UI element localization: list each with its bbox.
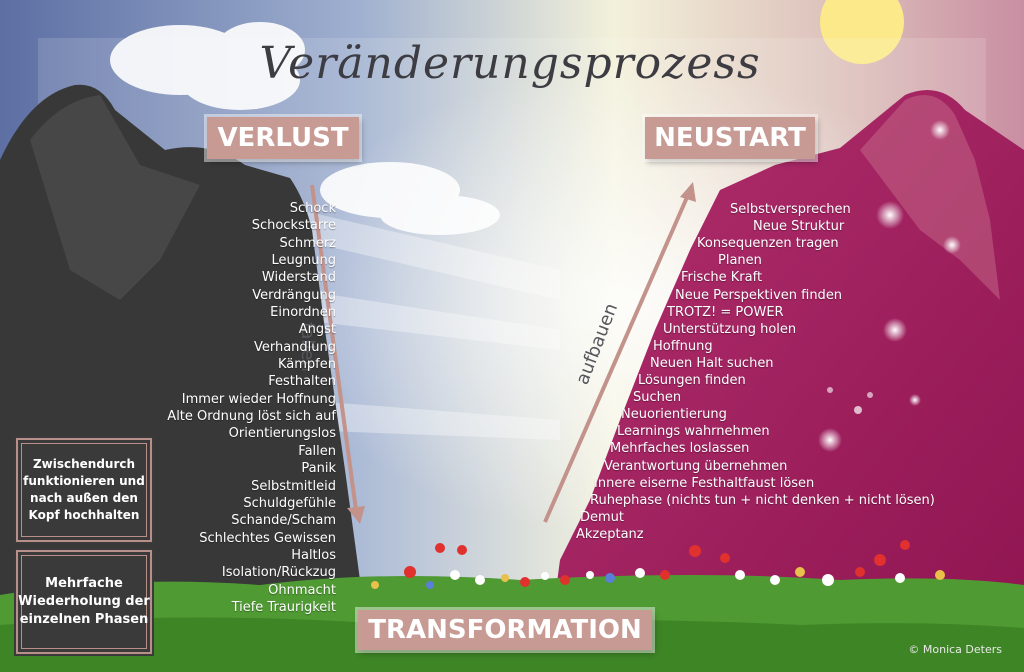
loss-phase-item: Kämpfen — [278, 357, 336, 373]
restart-phase-item: Lösungen finden — [638, 373, 746, 388]
loss-phase-item: Leugnung — [271, 253, 336, 269]
loss-phase-item: Einordnen — [270, 305, 336, 321]
transformation-label: TRANSFORMATION — [358, 610, 652, 650]
restart-phase-item: Neuen Halt suchen — [650, 355, 774, 371]
loss-phase-item: Ohnmacht — [268, 582, 336, 598]
loss-phase-item: Alte Ordnung löst sich auf — [167, 409, 336, 425]
arrow-fallen — [310, 184, 365, 524]
loss-phase-item: Orientierungslos — [228, 426, 336, 442]
sun — [820, 0, 904, 64]
neustart-label: NEUSTART — [645, 117, 815, 159]
restart-phase-item: Suchen — [633, 390, 682, 406]
loss-phase-item: Panik — [301, 461, 336, 477]
loss-phase-item: Schande/Scham — [231, 513, 336, 529]
loss-phase-item: Festhalten — [268, 374, 336, 390]
magenta-mountain — [545, 90, 1024, 672]
restart-phase-item: Mehrfaches loslassen — [610, 441, 750, 457]
restart-phase-item: Akzeptanz — [576, 526, 644, 542]
light-rays — [300, 210, 560, 440]
restart-phase-item: Unterstützung holen — [663, 321, 797, 337]
restart-phase-item: Innere eiserne Festhaltfaust lösen — [594, 475, 815, 491]
restart-phase-item: Planen — [718, 253, 762, 269]
restart-phase-item: Ruhephase (nichts tun + nicht denken + n… — [590, 492, 935, 508]
loss-phase-item: Tiefe Traurigkeit — [231, 599, 336, 615]
note-box-repeat: Mehrfache Wiederholung der einzelnen Pha… — [14, 548, 154, 656]
restart-phase-item: Learnings wahrnehmen — [617, 424, 770, 440]
loss-phase-item: Schock — [289, 201, 336, 216]
restart-phase-item: Neuorientierung — [621, 407, 727, 423]
restart-phase-item: Verantwortung übernehmen — [604, 458, 788, 474]
restart-phase-item: Frische Kraft — [681, 270, 763, 286]
clouds — [110, 22, 500, 235]
restart-phase-item: Neue Perspektiven finden — [675, 287, 843, 303]
verlust-label: VERLUST — [207, 117, 359, 159]
loss-phase-item: Verdrängung — [252, 287, 336, 303]
loss-phase-item: Angst — [298, 322, 336, 338]
loss-phase-item: Isolation/Rückzug — [221, 565, 336, 581]
flowers — [371, 540, 945, 589]
loss-phase-item: Selbstmitleid — [251, 478, 336, 494]
loss-phase-item: Immer wieder Hoffnung — [181, 391, 336, 407]
sparkles — [818, 120, 961, 452]
loss-phase-item: Schlechtes Gewissen — [199, 530, 336, 546]
loss-phase-item: Haltlos — [291, 547, 336, 563]
loss-phase-item: Schockstarre — [251, 218, 336, 234]
loss-phase-item: Schuldgefühle — [243, 495, 336, 511]
restart-phase-item: Konsequenzen tragen — [697, 236, 839, 252]
restart-phase-item: Hoffnung — [653, 338, 713, 354]
restart-phase-item: TROTZ! = POWER — [667, 304, 784, 320]
mountain-highlight — [860, 95, 1000, 300]
loss-phase-item: Fallen — [298, 443, 336, 459]
page-title: Veränderungsprozess — [259, 38, 761, 89]
restart-phase-item: Neue Struktur — [753, 219, 845, 235]
restart-phase-item: Demut — [580, 509, 625, 525]
restart-phase-item: Selbstversprechen — [730, 202, 851, 217]
arrow-aufbauen — [543, 182, 696, 523]
loss-phase-item: Schmerz — [279, 235, 336, 251]
copyright: © Monica Deters — [908, 643, 1002, 656]
note-box-repeat-text: Mehrfache Wiederholung der einzelnen Pha… — [18, 576, 150, 627]
loss-phase-item: Widerstand — [261, 270, 336, 286]
loss-phase-item: Verhandlung — [253, 339, 336, 355]
note-box-function-text: Zwischendurch funktionieren und nach auß… — [23, 457, 145, 522]
note-box-function: Zwischendurch funktionieren und nach auß… — [14, 436, 154, 544]
mountain-shade — [30, 95, 200, 300]
